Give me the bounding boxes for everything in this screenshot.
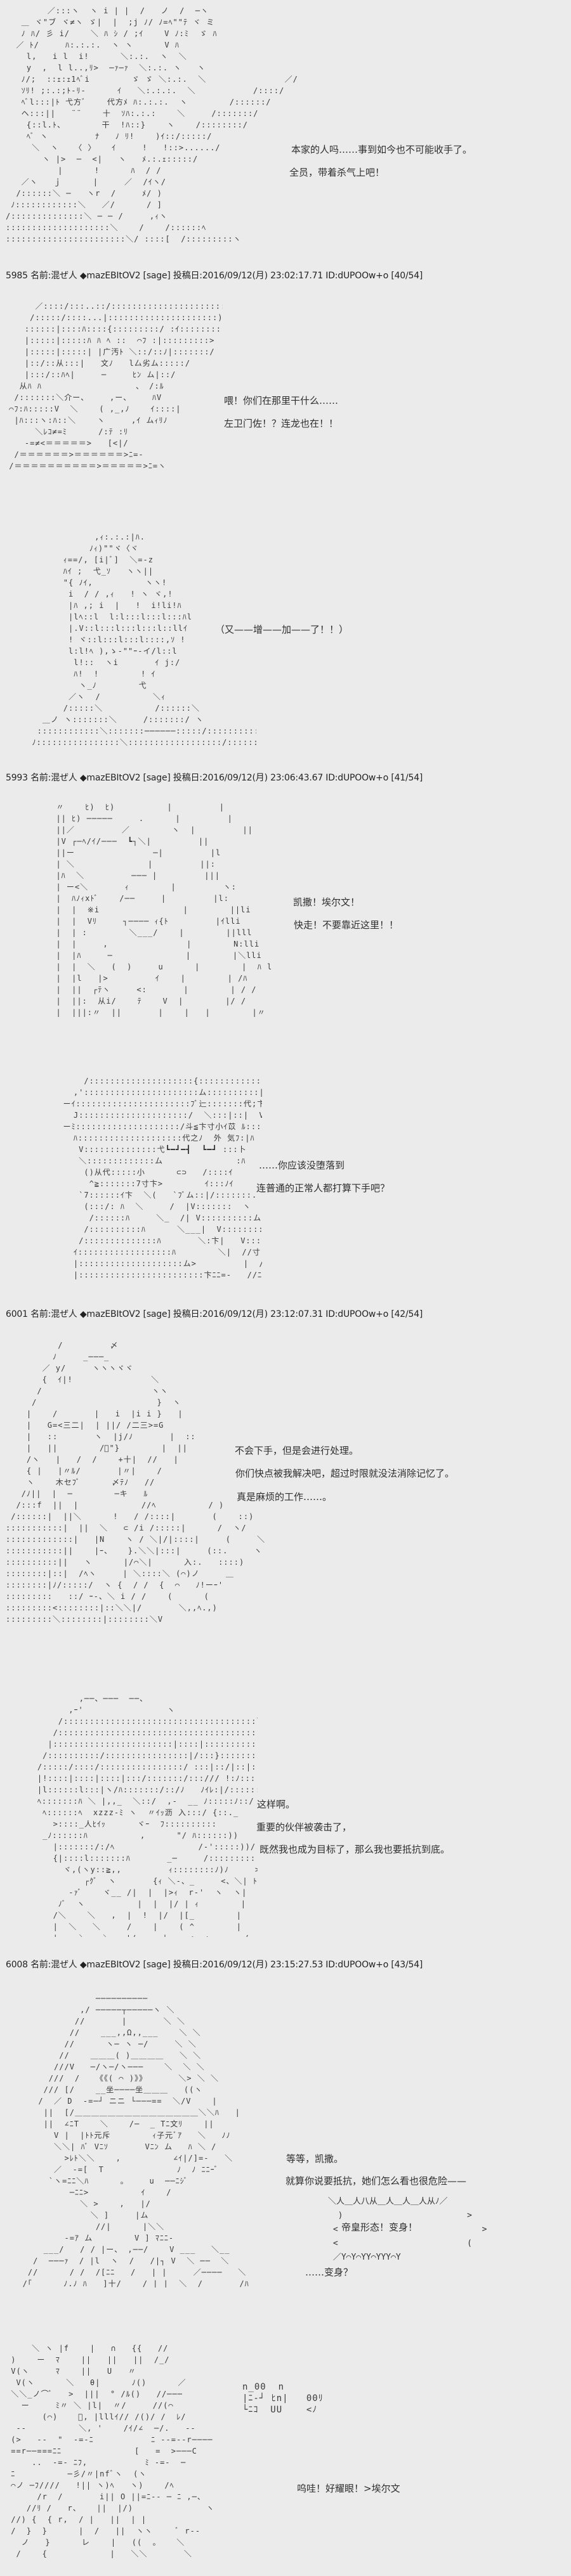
ascii-art-character: ,──、─── ──、 ,ｰ' ヽ /:::::::::::::::::::::… [37,1694,258,1937]
shout-text: 帝皇形态！变身！ [341,2222,418,2233]
dialogue-line: 喂！你们在那里干什么…… [224,395,339,406]
dialogue-line: 既然我也成为目标了，那么我也要抵抗到底。 [259,1844,450,1855]
dialogue-line: 这样啊。 [257,1799,296,1810]
sound-effect-art: n_00 n |ﾆ-┘ ﾋn| 00ﾘ └ﾆｺ UU <ﾉ [242,2382,324,2415]
dialogue-line: 重要的伙伴被袭击了， [256,1822,352,1833]
dialogue-line: 就算你说要抵抗，她们怎么看也很危险—— [286,2175,467,2187]
dialogue-line: ……你应该没堕落到 [259,1160,345,1171]
post-header: 5993 名前:混ぜ人 ◆mazEBItOV2 [sage] 投稿日:2016/… [6,773,423,783]
dialogue-line: 不会下手，但是会进行处理。 [235,1445,359,1456]
dialogue-line: 快走！不要靠近这里！！ [294,919,399,931]
dialogue-line: 连普通的正常人都打算下手吧？ [256,1182,390,1194]
dialogue-line: 呜哇！好耀眼！>埃尔文 [297,2483,400,2494]
dialogue-line: ……变身？ [305,2267,353,2278]
ascii-art-character: ,ｨ:.:.:|ﾊ. ﾉｨ)""ヾ〈ヾ ｨ==/, [i|ﾞ] ＼=-z ﾊｲ … [32,533,256,747]
shout-bubble-frame: ＼人＿人八从＿人＿人＿人从ﾉ／ ) > < > < ( ／Y⌒Y⌒YY⌒YYY⌒… [328,2197,487,2262]
ascii-art-character: / 〆 ﾉ _───_ ／ y/ ヽヽヽヾヾ { ｲ|! ＼ / ヽヽ / } … [6,1341,266,1624]
dialogue-line: （又——增——加——了！！） [215,624,349,635]
dialogue-line: 凯撒！埃尔文！ [293,896,360,908]
dialogue-line: 等等，凯撒。 [286,2153,344,2165]
dialogue-line: 左卫门佐！？连龙也在！！ [224,418,339,429]
post-header: 6001 名前:混ぜ人 ◆mazEBItOV2 [sage] 投稿日:2016/… [6,1309,423,1319]
dialogue-line: 真是麻烦的工作……。 [237,1491,332,1503]
ascii-art-character: /::::::::::::::::::::{::::::::::::::::::… [63,1077,262,1279]
dialogue-line: 全员，带着杀气上吧！ [289,167,385,178]
dialogue-line: 你们快点被我解决吧，超过时限就没法消除记忆了。 [235,1468,455,1479]
ascii-art-character: ／:::ヽ ヽ i | | / ノ / ─ヽ ＿ ヾ"ブ ヾ≠ヽ ゞ| | ;j… [6,6,298,243]
dialogue-line: 本家的人吗……事到如今也不可能收手了。 [291,144,473,155]
ascii-art-flash: ＼ ヽ |f | ∩ {{ // ) ー ﾏ || || || /_/ V(ヽ … [11,2344,215,2558]
ascii-art-character: ────────── ,/ ─────┬─────ヽ ＼ // | ＼ ＼ //… [22,1994,249,2288]
ascii-art-character: ／::::/:::..::/::::::::::::::::::::::ヽ ＼ … [9,302,223,470]
ascii-art-character: 〃 ﾋ) ﾋ) | | || ﾋ) ───── . | | ||／ ／ ヽ | … [56,803,273,1017]
post-header: 6008 名前:混ぜ人 ◆mazEBItOV2 [sage] 投稿日:2016/… [6,1960,423,1970]
post-header: 5985 名前:混ぜ人 ◆mazEBItOV2 [sage] 投稿日:2016/… [6,271,423,281]
